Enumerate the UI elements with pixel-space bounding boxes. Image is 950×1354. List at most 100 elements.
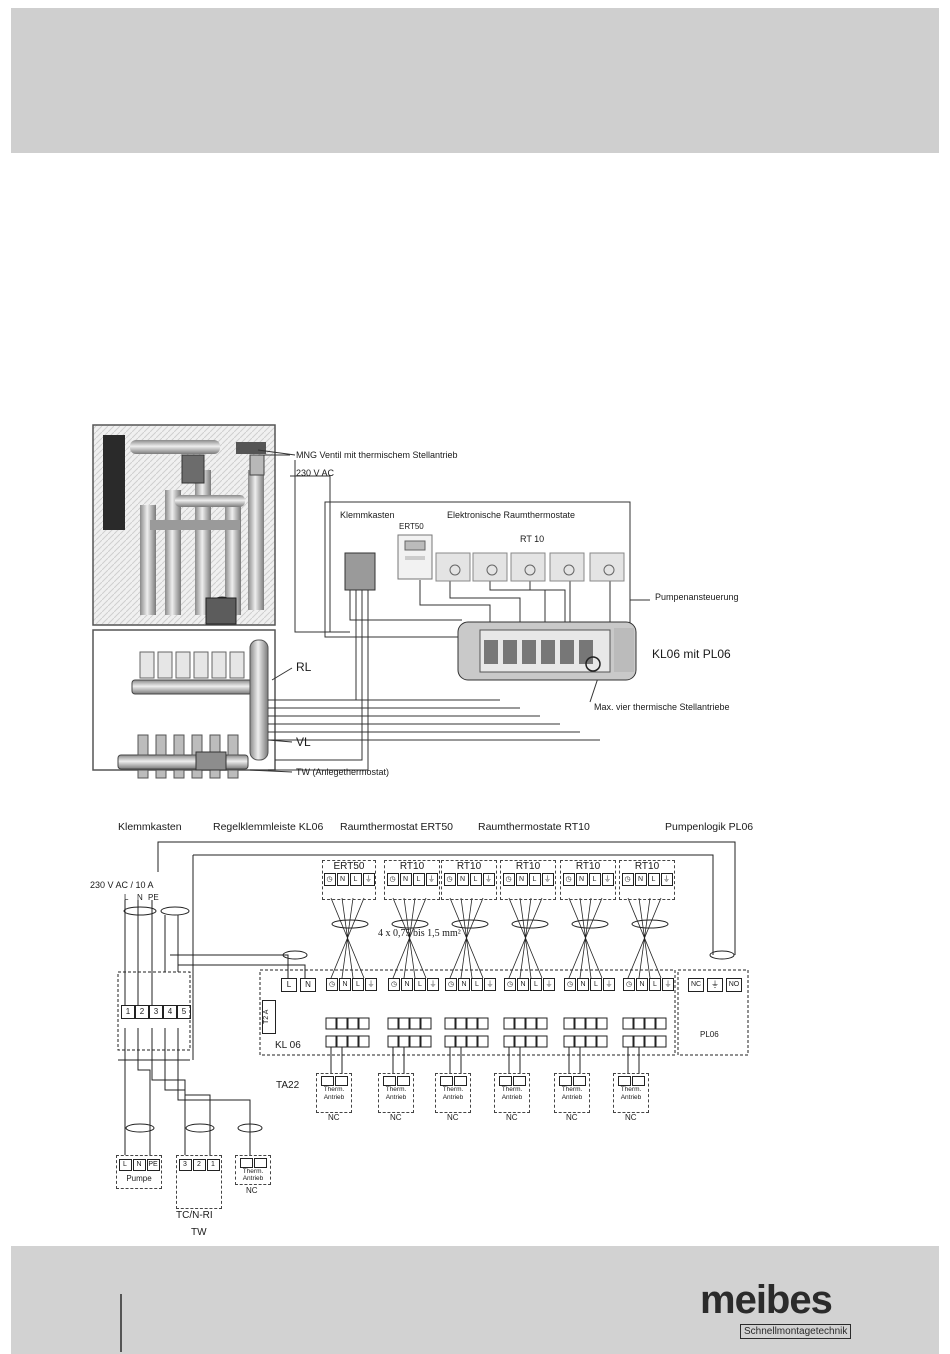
kl06-zone-terminal: ◷	[445, 978, 457, 991]
kl06-zone-terminal: L	[649, 978, 661, 991]
cable-markers	[123, 906, 735, 1133]
kl06-term-n: N	[300, 978, 316, 992]
actuator-terminal	[325, 1035, 337, 1048]
actuator-terminal	[409, 1035, 421, 1048]
actuator-terminal	[477, 1017, 489, 1030]
actuator-label: Therm.	[323, 1086, 345, 1093]
distribution-cabinet	[92, 424, 276, 779]
actuator-terminal	[596, 1035, 608, 1048]
actuator-box: Therm.Antrieb	[494, 1073, 530, 1113]
pl06-term-no: NO	[726, 978, 742, 992]
thermostat-terminal: L	[528, 873, 541, 886]
actuator-terminal	[655, 1035, 667, 1048]
actuator-terminal	[574, 1035, 586, 1048]
thermostat-wire	[627, 897, 662, 979]
label-klemmkasten-upper: Klemmkasten	[340, 510, 395, 520]
actuator-type: NC	[447, 1113, 459, 1122]
kl06-zone-terminal: ⏚	[484, 978, 496, 991]
thermostat-terminal: L	[349, 873, 362, 886]
pl06-term-ground: ⏚	[707, 978, 723, 992]
tw-term-3: 3	[178, 1159, 192, 1171]
label-ert50-upper: ERT50	[399, 522, 424, 531]
pl06-terminals: NC ⏚ NO	[688, 978, 742, 992]
thermostat-terminal: L	[469, 873, 482, 886]
fuse-label: T2 A	[262, 1000, 276, 1034]
power-term-n: N	[137, 893, 143, 902]
bottom-actuator-box: Therm. Antrieb	[235, 1155, 271, 1185]
tw-box: 3 2 1	[176, 1155, 222, 1209]
kl06-zone-terminal: ◷	[388, 978, 400, 991]
thermostat-terminal: L	[588, 873, 601, 886]
actuator-terminal	[563, 1017, 575, 1030]
actuator-terminal	[622, 1017, 634, 1030]
footer-band	[11, 1246, 939, 1354]
kl06-zone-terminal: ⏚	[427, 978, 439, 991]
actuator-box: Therm.Antrieb	[613, 1073, 649, 1113]
label-power-supply: 230 V AC / 10 A	[90, 880, 154, 890]
thermostat-terminal: N	[399, 873, 412, 886]
thermostat-terminal: ◷	[443, 873, 456, 886]
label-tw-anlege: TW (Anlegethermostat)	[296, 767, 390, 777]
meibes-logo: meibes Schnellmontagetechnik	[700, 1280, 860, 1340]
label-pl06: PL06	[700, 1030, 719, 1039]
kl06-zone-terminal: ⏚	[543, 978, 555, 991]
ert50-device	[397, 534, 433, 580]
thermostat-terminal: ◷	[386, 873, 399, 886]
kl06-zone-terminal: L	[471, 978, 483, 991]
actuator-terminal	[387, 1035, 399, 1048]
thermostat-terminal: N	[456, 873, 469, 886]
thermostat-name: ERT50	[333, 861, 365, 872]
actuator-box: Therm.Antrieb	[316, 1073, 352, 1113]
thermostat-terminal: ⏚	[425, 873, 438, 886]
actuator-terminal	[398, 1035, 410, 1048]
thermostat-terminal: ⏚	[541, 873, 554, 886]
actuator-terminal	[503, 1035, 515, 1048]
actuator-terminal	[514, 1017, 526, 1030]
pump-term-n: N	[132, 1159, 146, 1171]
logo-brand: meibes	[700, 1278, 833, 1322]
klemm-term-3: 3	[149, 1005, 163, 1019]
actuator-label: Antrieb	[385, 1094, 407, 1101]
bottom-actuator-line1: Therm.	[242, 1168, 264, 1175]
bottom-actuator-line2: Antrieb	[242, 1175, 264, 1182]
label-230vac: 230 V AC	[296, 468, 335, 478]
actuator-type: NC	[328, 1113, 340, 1122]
kl06-zone-terminal: ◷	[326, 978, 338, 991]
tw-caption: TW	[191, 1227, 207, 1238]
actuator-terminal	[455, 1017, 467, 1030]
actuator-terminal	[398, 1017, 410, 1030]
schematic-lines	[117, 841, 749, 1155]
actuator-terminal	[336, 1017, 348, 1030]
actuator-box: Therm.Antrieb	[435, 1073, 471, 1113]
thermostat-name: RT10	[456, 861, 482, 872]
rt10-devices	[435, 552, 625, 582]
actuator-label: Therm.	[385, 1086, 407, 1093]
actuator-terminal	[574, 1017, 586, 1030]
label-kl06: KL 06	[275, 1040, 301, 1051]
actuator-terminal	[514, 1035, 526, 1048]
actuator-terminal	[596, 1017, 608, 1030]
tw-term-1: 1	[206, 1159, 220, 1171]
actuator-terminal	[633, 1017, 645, 1030]
actuator-terminal	[358, 1035, 370, 1048]
tw-term-2: 2	[192, 1159, 206, 1171]
kl06-zone-terminal: ◷	[564, 978, 576, 991]
thermostat-name: RT10	[515, 861, 541, 872]
actuator-terminal	[525, 1035, 537, 1048]
power-term-l: L	[124, 893, 129, 902]
actuator-type: NC	[506, 1113, 518, 1122]
actuator-terminal	[336, 1035, 348, 1048]
klemm-term-5: 5	[177, 1005, 191, 1019]
thermostat-terminal: ⏚	[601, 873, 614, 886]
kl06-zone-terminal: L	[414, 978, 426, 991]
kl06-controller	[457, 621, 637, 681]
klemm-term-2: 2	[135, 1005, 149, 1019]
header-raumthermostate-rt10: Raumthermostate RT10	[478, 821, 590, 833]
label-max-vier: Max. vier thermische Stellantriebe	[594, 702, 730, 712]
label-mng-ventil: MNG Ventil mit thermischem Stellantrieb	[296, 450, 458, 460]
thermostat-name: RT10	[575, 861, 601, 872]
